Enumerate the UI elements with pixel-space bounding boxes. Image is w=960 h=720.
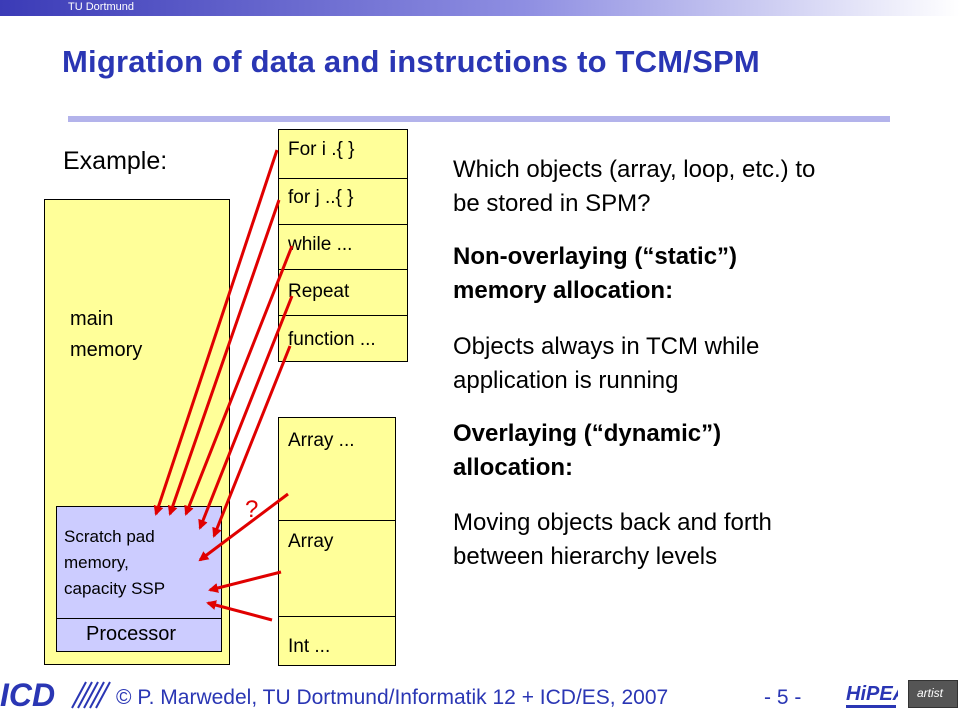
scratchpad-memory-label: Scratch pad memory, capacity SSP	[64, 524, 165, 602]
hipeac-logo: HiPEAC	[846, 683, 898, 708]
spm-label-line2: memory,	[64, 553, 129, 572]
arrow-while-to-spm	[184, 245, 294, 516]
data-object-int: Int ...	[278, 616, 396, 666]
data-object-array-1: Array ...	[278, 417, 396, 521]
copyright-text: P. Marwedel, TU Dortmund/Informatik 12 +…	[131, 686, 669, 709]
arrow-repeat-to-spm	[198, 295, 294, 530]
static-heading-line1: Non-overlaying (“static”)	[453, 243, 738, 270]
dynamic-desc-line1: Moving objects back and forth	[453, 509, 772, 536]
hipeac-logo-text: HiPEAC	[846, 683, 898, 705]
arrow-function-to-spm	[212, 345, 292, 538]
code-object-function: function ...	[278, 315, 408, 362]
question-mark: ?	[245, 496, 259, 523]
main-memory-label: main memory	[70, 304, 142, 366]
question-line2: be stored in SPM?	[453, 190, 651, 217]
dynamic-heading-line1: Overlaying (“dynamic”)	[453, 420, 722, 447]
dynamic-description: Moving objects back and forth between hi…	[453, 506, 772, 574]
code-object-repeat: Repeat	[278, 269, 408, 316]
icd-logo: ICD	[0, 677, 55, 714]
dynamic-heading-line2: allocation:	[453, 454, 574, 481]
icd-logo-stripes-icon	[71, 681, 111, 709]
institution-label: TU Dortmund	[68, 1, 135, 13]
slide-title: Migration of data and instructions to TC…	[62, 44, 760, 79]
scratchpad-memory-block	[56, 506, 222, 619]
copyright-notice: © P. Marwedel, TU Dortmund/Informatik 12…	[116, 686, 668, 710]
arrow-array2-to-spm	[208, 570, 282, 593]
question-line1: Which objects (array, loop, etc.) to	[453, 156, 816, 183]
icd-logo-text: ICD	[0, 677, 56, 713]
header-bar: TU Dortmund	[0, 0, 960, 16]
example-label: Example:	[63, 147, 168, 175]
spm-label-line3: capacity SSP	[64, 579, 166, 598]
static-desc-line2: application is running	[453, 367, 679, 394]
question-text: Which objects (array, loop, etc.) to be …	[453, 153, 815, 221]
dynamic-desc-line2: between hierarchy levels	[453, 543, 718, 570]
artist-logo-text: artist	[917, 686, 944, 700]
static-heading-line2: memory allocation:	[453, 277, 674, 304]
static-description: Objects always in TCM while application …	[453, 330, 759, 398]
processor-label: Processor	[86, 623, 177, 645]
page-number: - 5 -	[764, 686, 802, 709]
arrow-for-i-to-spm	[153, 149, 279, 516]
copyright-icon: ©	[116, 686, 132, 709]
arrow-array-to-spm	[198, 492, 289, 562]
dynamic-heading: Overlaying (“dynamic”) allocation:	[453, 417, 721, 485]
title-underline	[68, 116, 890, 122]
static-heading: Non-overlaying (“static”) memory allocat…	[453, 240, 737, 308]
code-object-while: while ...	[278, 224, 408, 270]
code-object-for-j: for j ..{ }	[278, 178, 408, 225]
spm-label-line1: Scratch pad	[64, 527, 155, 546]
main-memory-label-line2: memory	[70, 339, 143, 361]
main-memory-label-line1: main	[70, 308, 114, 330]
code-object-for-i: For i .{ }	[278, 129, 408, 179]
static-desc-line1: Objects always in TCM while	[453, 333, 760, 360]
artist-logo: artist	[908, 680, 958, 708]
arrow-for-j-to-spm	[167, 199, 281, 516]
data-object-array-2: Array	[278, 520, 396, 617]
arrow-int-to-spm	[206, 600, 273, 622]
